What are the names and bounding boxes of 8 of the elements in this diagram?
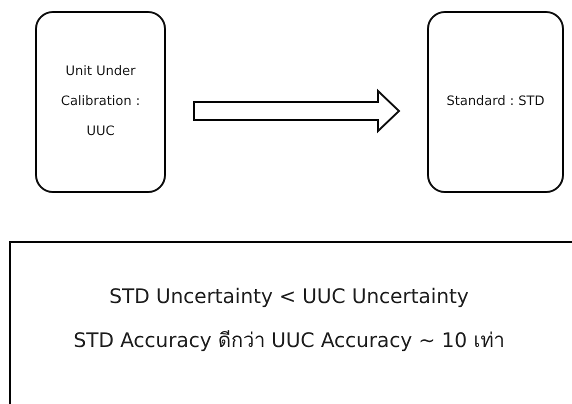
node-label: Standard : STD bbox=[446, 93, 544, 112]
note-box bbox=[9, 241, 572, 404]
node-label: Unit Under Calibration : UUC bbox=[60, 63, 142, 141]
statement-text: STD Uncertainty < UUC Uncertainty bbox=[108, 283, 470, 310]
statement-text: STD Accuracy ดีกว่า UUC Accuracy ~ 10 เท่า bbox=[72, 327, 506, 354]
process-box bbox=[427, 11, 564, 193]
process-box bbox=[35, 11, 166, 193]
block-arrow bbox=[193, 88, 400, 134]
